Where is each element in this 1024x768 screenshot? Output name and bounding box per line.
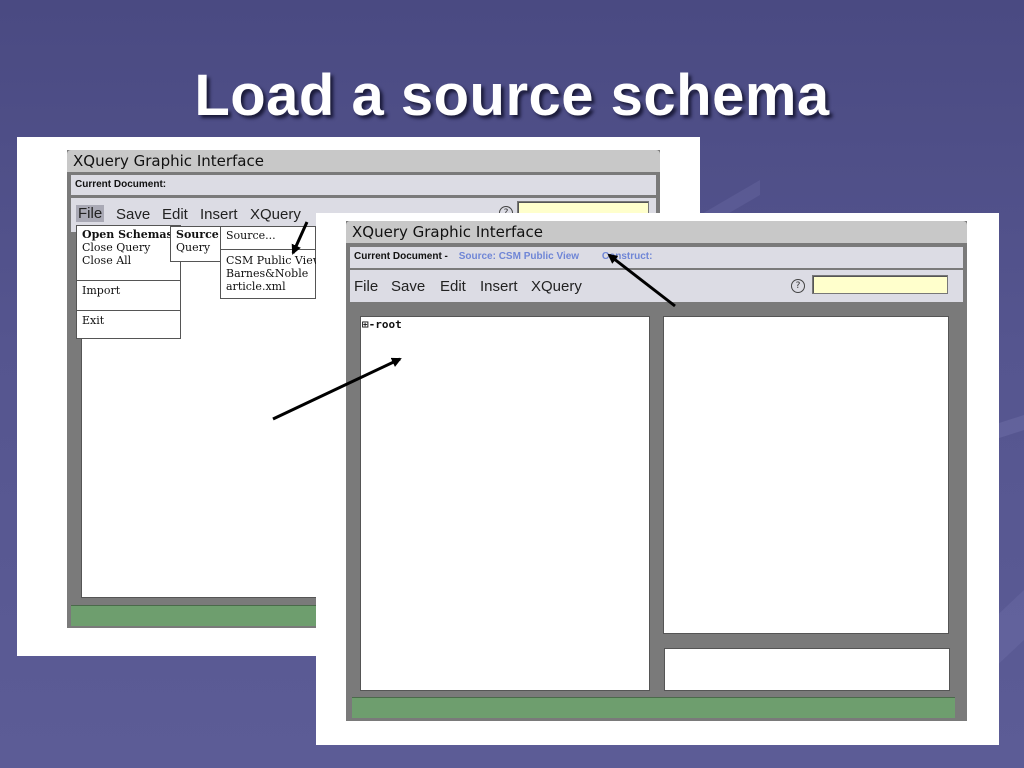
source-schema-label[interactable]: Source: CSM Public View <box>458 251 580 262</box>
menu-item-article-xml[interactable]: article.xml <box>226 280 286 293</box>
menu-separator <box>77 310 180 311</box>
menu-insert[interactable]: Insert <box>200 206 238 223</box>
construct-panel <box>663 316 949 634</box>
menu-save[interactable]: Save <box>391 278 426 295</box>
menu-item-query[interactable]: Query <box>176 241 211 254</box>
window-title: XQuery Graphic Interface <box>67 150 660 172</box>
help-icon[interactable]: ? <box>791 279 805 293</box>
menu-edit[interactable]: Edit <box>162 206 188 223</box>
menu-separator <box>221 249 315 250</box>
menu-item-source-browse[interactable]: Source... <box>226 229 276 242</box>
menu-insert[interactable]: Insert <box>480 278 518 295</box>
menu-item-source[interactable]: Source <box>176 228 219 241</box>
file-menu: Open Schemas. Close Query Close All Impo… <box>76 225 181 339</box>
window-title: XQuery Graphic Interface <box>346 221 967 243</box>
current-document-label: Current Document - <box>354 251 448 262</box>
open-schemas-submenu: Source Query <box>170 226 221 262</box>
menu-item-csm-public-view[interactable]: CSM Public View <box>226 254 323 267</box>
menu-edit[interactable]: Edit <box>440 278 466 295</box>
status-bar <box>352 697 955 718</box>
current-document-bar: Current Document: <box>71 175 656 195</box>
source-schema-panel: ⊞-root <box>360 316 650 691</box>
query-input[interactable] <box>812 275 948 294</box>
result-panel <box>664 648 950 691</box>
slide-title: Load a source schema <box>194 63 830 128</box>
menu-bar: File Save Edit Insert XQuery ? <box>350 270 963 302</box>
menu-file[interactable]: File <box>354 278 379 295</box>
menu-item-close-query[interactable]: Close Query <box>82 241 151 254</box>
source-submenu: Source... CSM Public View Barnes&Noble a… <box>220 226 322 299</box>
menu-file[interactable]: File <box>76 205 105 222</box>
menu-item-exit[interactable]: Exit <box>82 314 105 327</box>
current-document-bar: Current Document - Source: CSM Public Vi… <box>350 247 963 268</box>
construct-label[interactable]: Construct: <box>601 251 653 262</box>
menu-xquery[interactable]: XQuery <box>531 278 582 295</box>
menu-xquery[interactable]: XQuery <box>250 206 301 223</box>
menu-item-import[interactable]: Import <box>82 284 121 297</box>
menu-separator <box>77 280 180 281</box>
app-window-2: XQuery Graphic Interface Current Documen… <box>346 221 967 721</box>
tree-root-node[interactable]: ⊞-root <box>362 318 402 331</box>
menu-save[interactable]: Save <box>116 206 151 223</box>
menu-item-barnes-noble[interactable]: Barnes&Noble <box>226 267 309 280</box>
current-document-label: Current Document: <box>75 179 167 190</box>
menu-item-open-schemas[interactable]: Open Schemas. <box>82 228 177 241</box>
menu-item-close-all[interactable]: Close All <box>82 254 132 267</box>
